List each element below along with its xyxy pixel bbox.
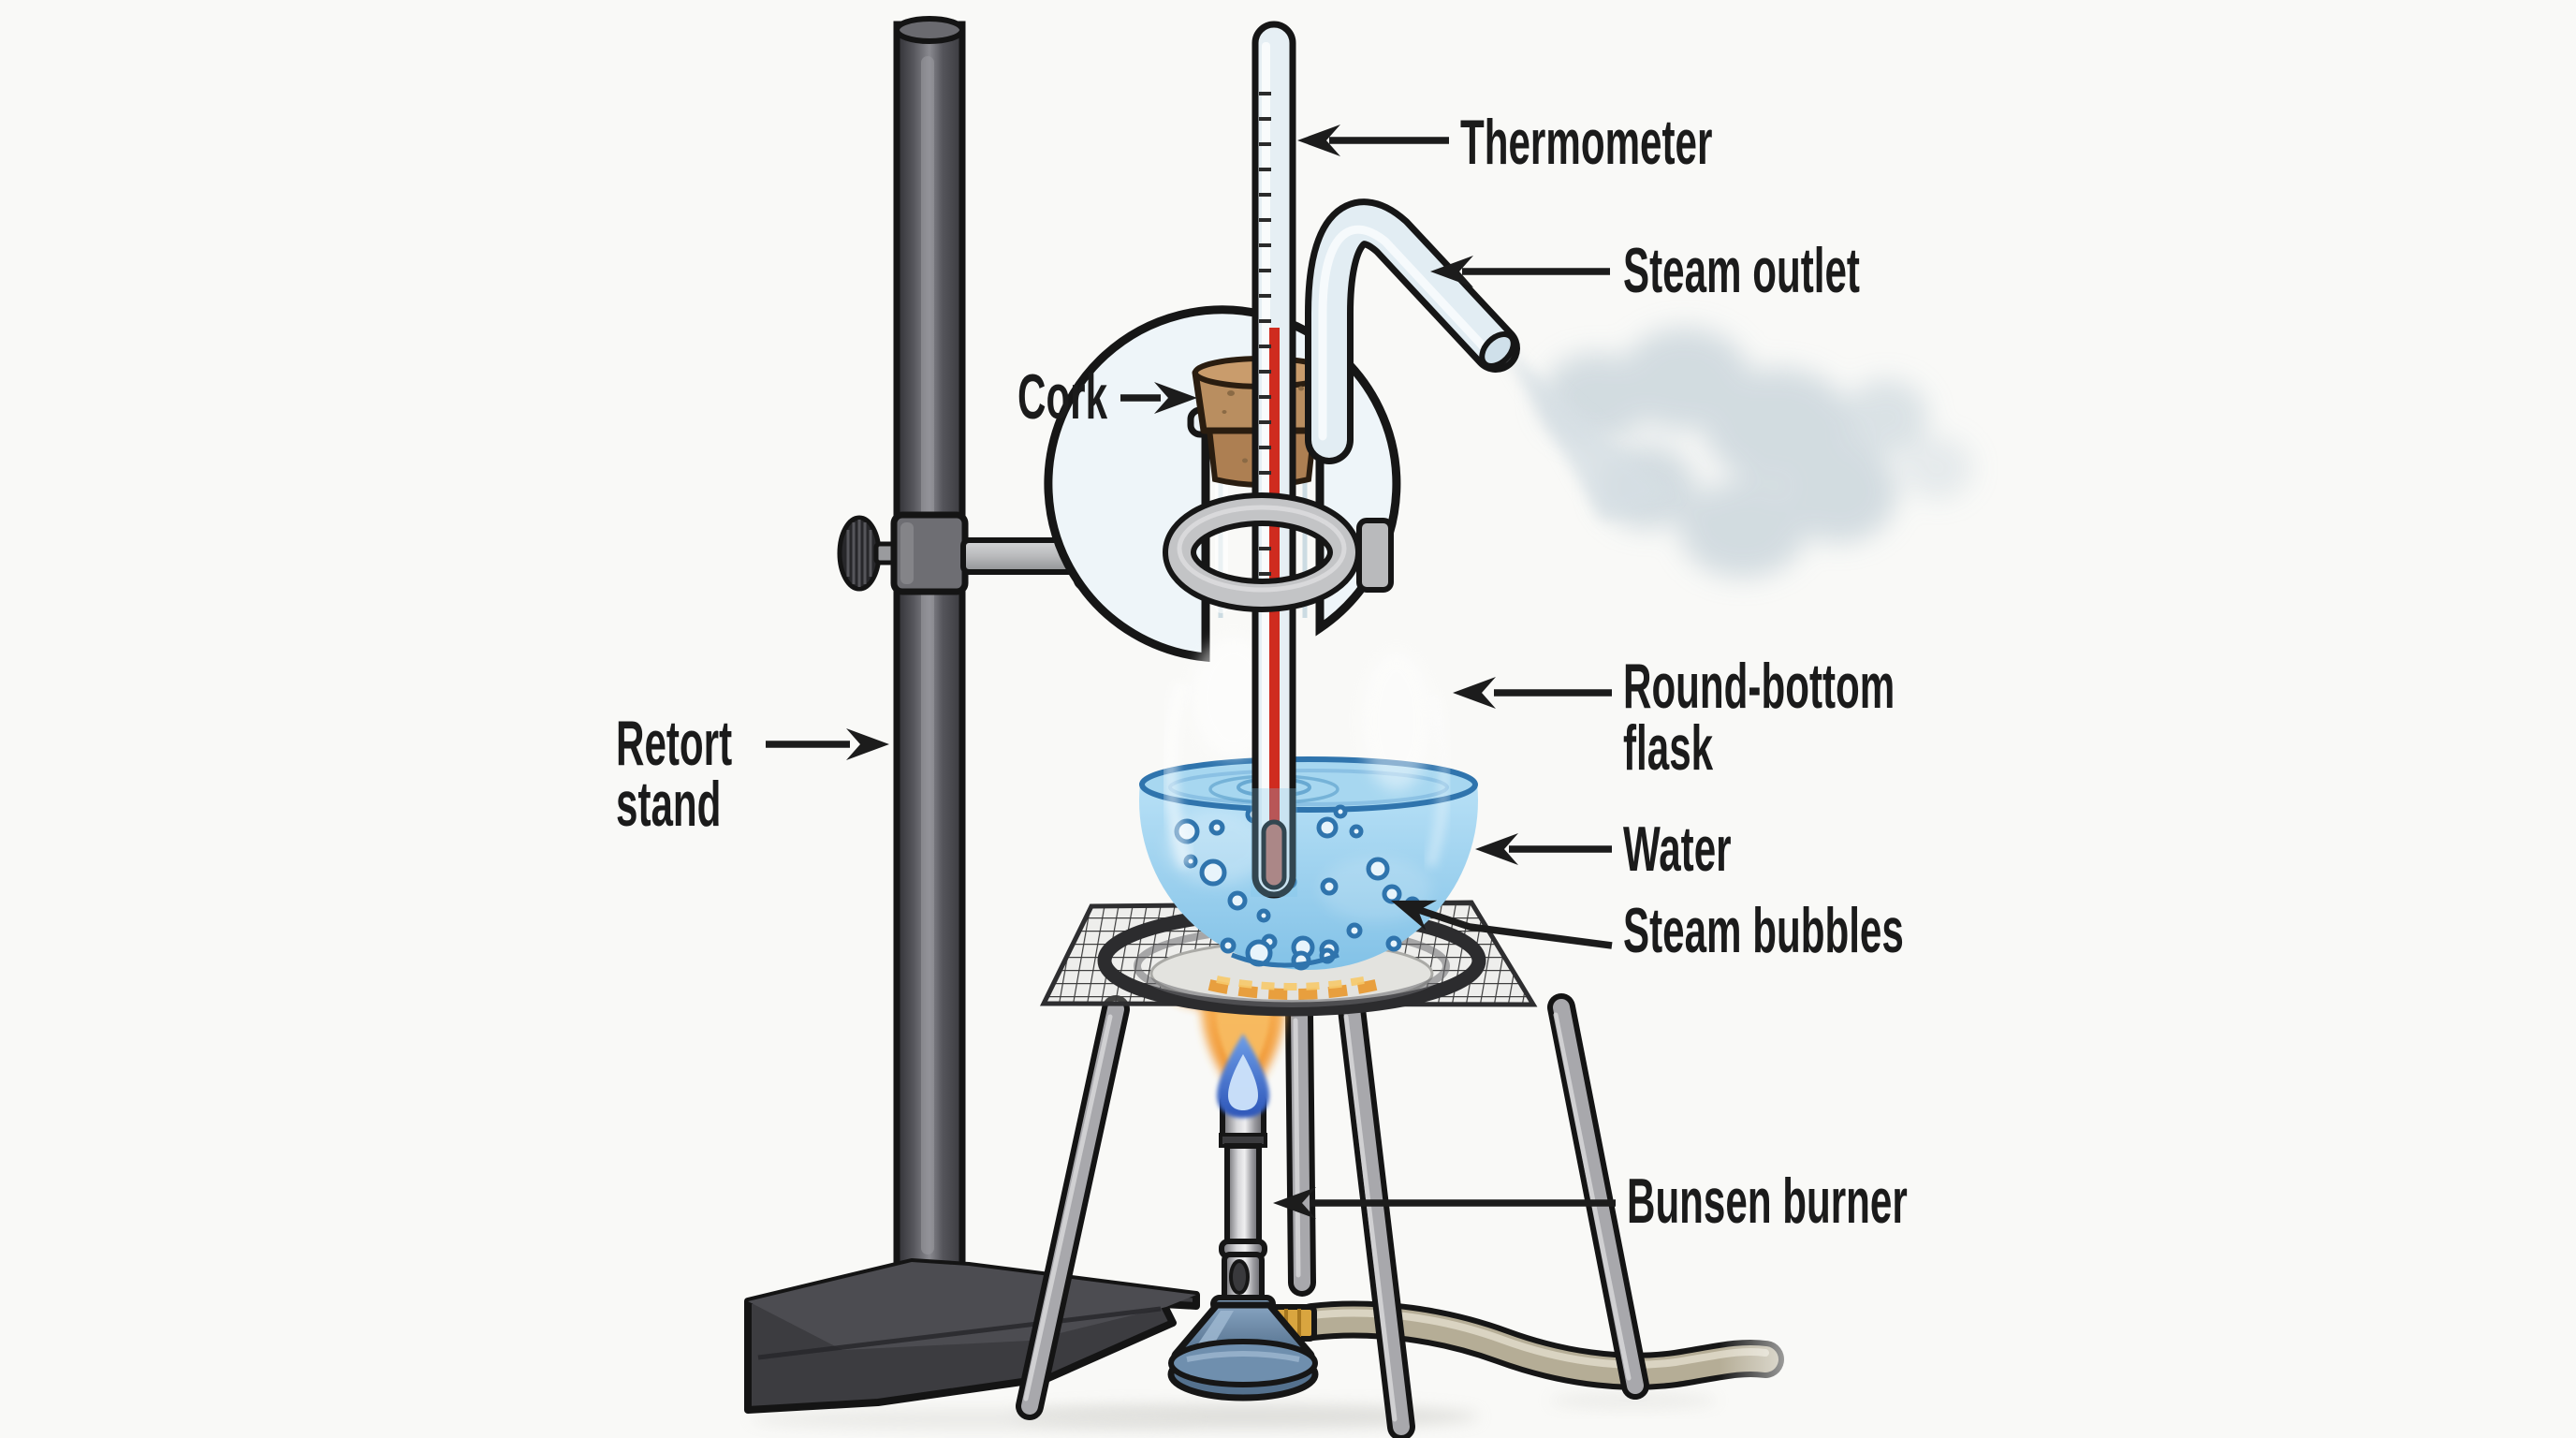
arrowhead bbox=[846, 728, 889, 760]
arrowhead bbox=[1273, 1187, 1316, 1219]
label-thermometer: Thermometer bbox=[1297, 107, 1712, 178]
label-text-steam-outlet: Steam outlet bbox=[1623, 235, 1860, 306]
label-text-flask-line1: Round-bottom bbox=[1623, 651, 1895, 722]
steam-bubbles bbox=[1174, 804, 1421, 971]
label-steam-bubbles: Steam bubbles bbox=[1391, 895, 1904, 966]
label-text-steam-bubbles: Steam bubbles bbox=[1623, 895, 1904, 966]
label-bunsen-burner: Bunsen burner bbox=[1273, 1166, 1908, 1237]
bubble bbox=[1366, 857, 1390, 881]
bubble bbox=[1199, 858, 1227, 887]
tripod-front-legs bbox=[1338, 993, 1649, 1438]
foot-highlight bbox=[1186, 1351, 1300, 1362]
boiling-line bbox=[1231, 952, 1339, 968]
bubble bbox=[1349, 824, 1364, 839]
arrowhead bbox=[1297, 125, 1340, 156]
annotations: Thermometer Steam outlet Cork Round-bott… bbox=[616, 107, 1908, 1237]
hose-fade bbox=[1719, 1309, 1831, 1412]
tube-opening bbox=[1479, 331, 1516, 369]
submerged-tint bbox=[1251, 788, 1297, 897]
base-crease bbox=[757, 1306, 1162, 1360]
label-text-flask-line2: flask bbox=[1623, 712, 1713, 784]
bubble bbox=[1320, 877, 1339, 896]
bubble bbox=[1382, 884, 1402, 904]
tripod-leg-far-right bbox=[1547, 993, 1649, 1400]
label-text-retort-line1: Retort bbox=[616, 708, 732, 779]
label-text-water: Water bbox=[1623, 814, 1732, 885]
label-water: Water bbox=[1475, 814, 1732, 885]
arrowhead bbox=[1453, 677, 1496, 709]
bubble bbox=[1316, 816, 1339, 839]
retort-stand bbox=[744, 16, 1200, 1414]
label-round-bottom-flask: Round-bottom flask bbox=[1453, 651, 1895, 784]
arrowhead bbox=[1391, 900, 1438, 931]
heat-glow-light bbox=[1216, 976, 1369, 990]
label-steam-outlet: Steam outlet bbox=[1430, 235, 1860, 306]
thermometer bbox=[1251, 21, 1297, 899]
thermometer-scale bbox=[1259, 92, 1271, 601]
bubble bbox=[1220, 937, 1237, 954]
rod-highlight bbox=[921, 56, 934, 1255]
steam-outlet-tube bbox=[1305, 198, 1520, 464]
arrowhead bbox=[1475, 833, 1518, 865]
boss-highlight bbox=[900, 522, 914, 584]
label-text-thermometer: Thermometer bbox=[1460, 107, 1712, 178]
clamp-ring bbox=[1163, 492, 1394, 612]
tripod-leg-left bbox=[1016, 995, 1130, 1420]
bubble bbox=[1333, 804, 1348, 819]
steam-cloud bbox=[1494, 328, 1973, 578]
label-retort-stand: Retort stand bbox=[616, 708, 889, 840]
bubble bbox=[1256, 908, 1271, 923]
bubble bbox=[1385, 935, 1402, 952]
steam-jet bbox=[1494, 333, 1676, 521]
tripod-leg-back bbox=[1285, 999, 1316, 1297]
stand-base-top-face bbox=[748, 1262, 1196, 1350]
bubble bbox=[1227, 890, 1248, 911]
label-cork: Cork bbox=[1017, 361, 1197, 433]
tripod-rear-legs bbox=[1016, 995, 1316, 1420]
flame-core bbox=[1228, 1054, 1258, 1110]
ground-shadows bbox=[749, 1392, 1718, 1430]
cone-highlight bbox=[1193, 1311, 1234, 1352]
thermometer-bulb bbox=[1261, 819, 1287, 890]
burner-tube bbox=[1224, 1143, 1262, 1248]
label-text-bunsen-burner: Bunsen burner bbox=[1627, 1166, 1908, 1237]
thermometer-shine bbox=[1262, 42, 1270, 866]
tube-shine bbox=[1318, 225, 1493, 441]
arrowhead bbox=[1430, 256, 1473, 287]
air-hole bbox=[1229, 1259, 1250, 1295]
bubble bbox=[1208, 819, 1225, 836]
label-text-cork: Cork bbox=[1017, 361, 1107, 433]
stand-rod-cap bbox=[894, 16, 965, 44]
tripod-leg-mid-right bbox=[1338, 995, 1415, 1438]
burner-foot-upper bbox=[1168, 1339, 1318, 1387]
ring-shine bbox=[1177, 505, 1347, 593]
clamp-jaw-right bbox=[1356, 518, 1394, 593]
arrowhead bbox=[1154, 382, 1197, 414]
bubble bbox=[1346, 922, 1363, 939]
label-text-retort-line2: stand bbox=[616, 769, 721, 840]
knob-knurling bbox=[846, 520, 872, 587]
